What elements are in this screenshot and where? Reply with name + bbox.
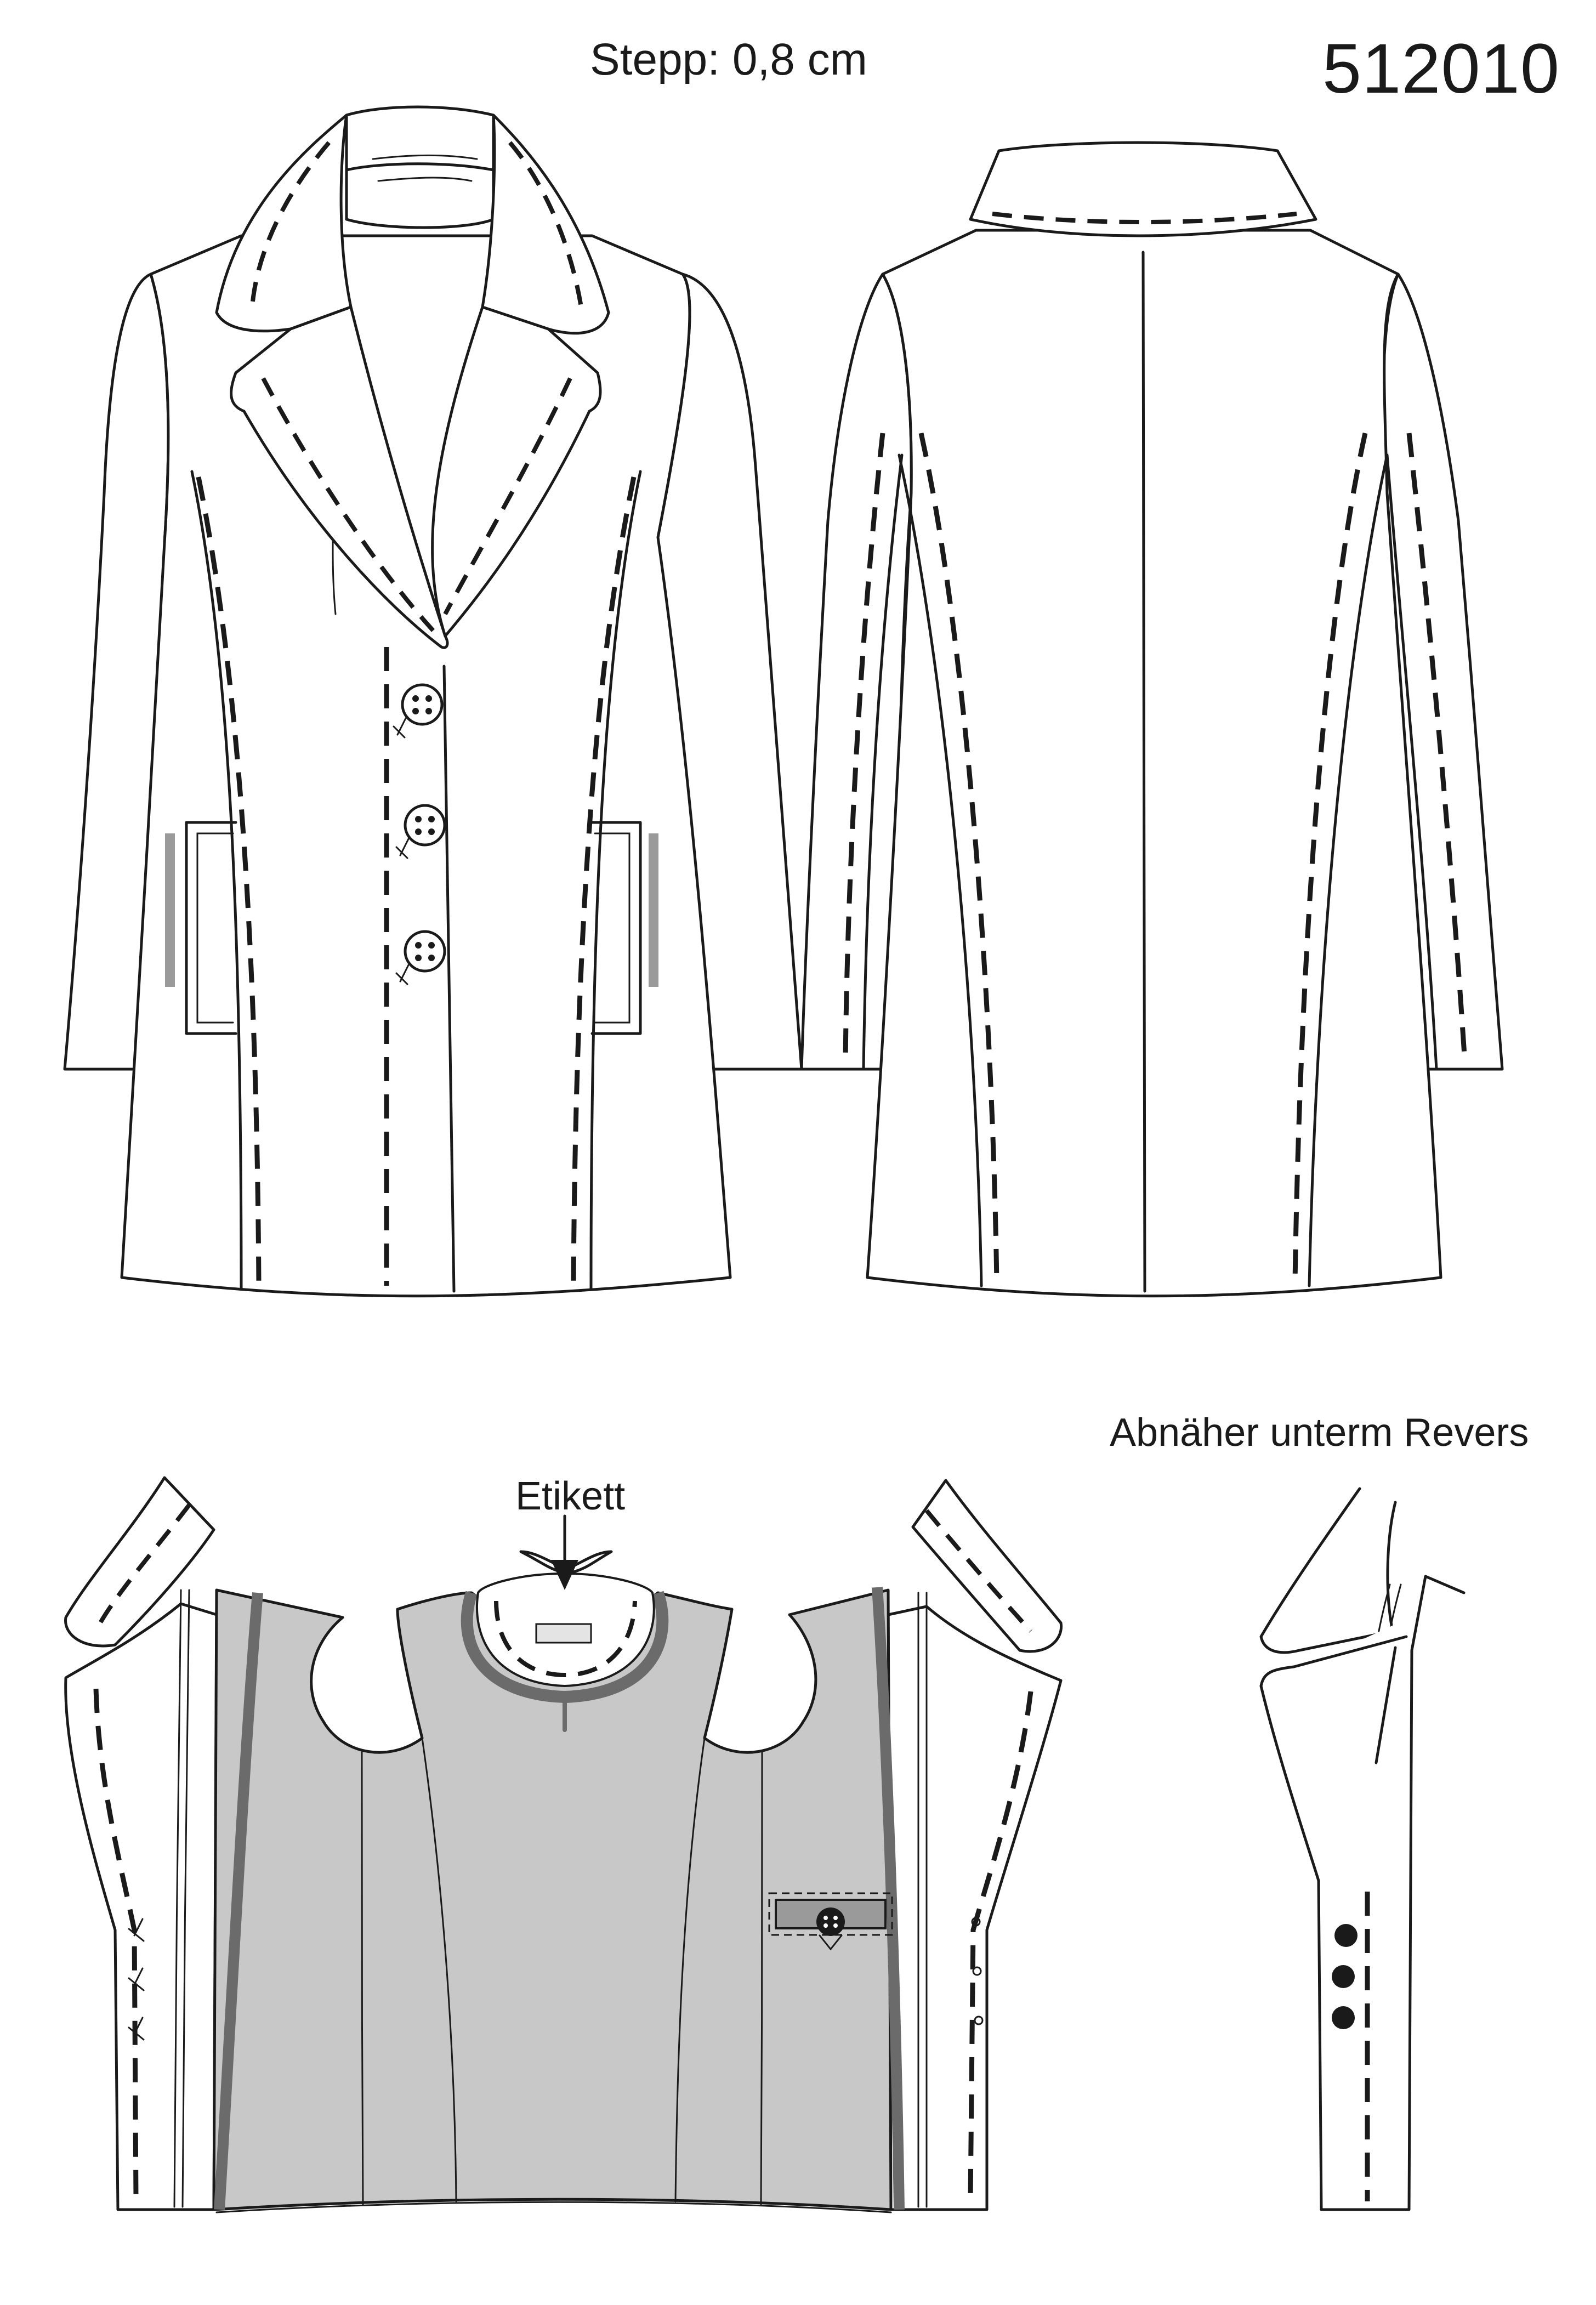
care-label-patch [535, 1623, 592, 1644]
front-center-seam [442, 665, 456, 1293]
inside-left-facing-band [214, 1592, 263, 2210]
front-view [63, 105, 803, 1298]
topstitch-spec-label: Stepp: 0,8 cm [590, 35, 867, 84]
detail-lapel-front [1259, 1575, 1466, 2211]
back-collar [969, 141, 1317, 237]
lapel-dart-label: Abnäher unterm Revers [1110, 1411, 1529, 1455]
lapel-dart-detail [1259, 1487, 1466, 2211]
detail-button-2 [1332, 1965, 1355, 1988]
front-button-3 [395, 930, 446, 985]
front-left-lapel [230, 305, 449, 649]
inside-left-facing [64, 1602, 218, 2211]
front-left-princess-seam [190, 470, 243, 1290]
inside-right-collar [911, 1479, 1063, 1653]
detail-button-3 [1332, 2006, 1355, 2029]
inside-right-facing-band [872, 1587, 905, 2210]
detail-collar [1259, 1487, 1397, 1654]
inside-welt-pocket [768, 1892, 893, 1951]
front-right-pocket [590, 821, 658, 1035]
back-right-princess-seam [1308, 453, 1389, 1287]
front-left-pocket [165, 821, 237, 1035]
front-body [120, 234, 732, 1298]
back-center-seam [1141, 251, 1146, 1293]
front-left-collar [215, 113, 353, 333]
detail-button-1 [1334, 1924, 1358, 1947]
front-right-princess-seam [589, 470, 642, 1290]
back-view [800, 141, 1504, 1298]
front-button-1 [393, 683, 444, 739]
front-right-lapel [431, 305, 602, 638]
back-body [866, 229, 1442, 1298]
front-button-2 [395, 804, 446, 859]
inside-lining [212, 1588, 893, 2211]
inside-right-facing [887, 1605, 1063, 2211]
inside-view [64, 1476, 1063, 2213]
care-label-callout: Etikett [515, 1474, 626, 1518]
model-number: 512010 [1322, 30, 1560, 108]
front-right-collar [481, 113, 610, 335]
detail-dart-line [1375, 1646, 1397, 1764]
back-left-princess-seam [898, 453, 983, 1287]
